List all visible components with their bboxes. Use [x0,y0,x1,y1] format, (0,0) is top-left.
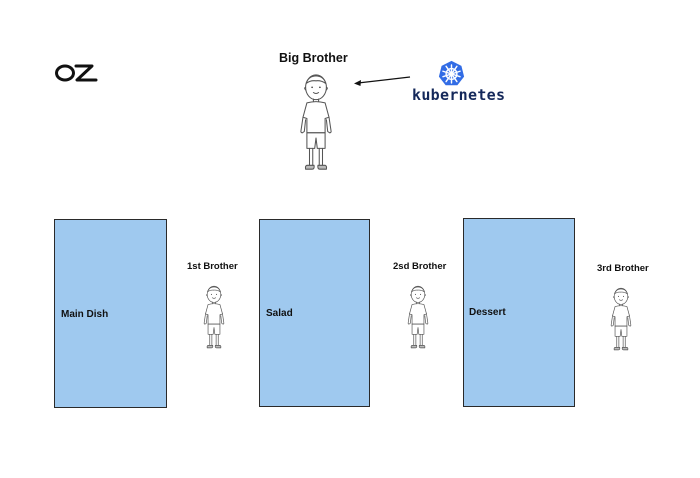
dessert-label: Dessert [469,307,506,318]
first-brother-figure [203,285,225,349]
oz-logo: OZ [55,64,98,82]
main-dish-label: Main Dish [61,309,109,320]
main-dish-box: Main Dish [54,219,167,408]
first-brother-label: 1st Brother [187,261,238,272]
kubernetes-label: kubernetes [412,86,506,104]
salad-box: Salad [259,219,370,407]
dessert-box: Dessert [463,218,575,407]
big-brother-figure [300,74,332,170]
second-brother-figure [407,285,429,349]
second-brother-label: 2sd Brother [393,261,447,272]
third-brother-label: 3rd Brother [597,263,649,274]
big-brother-label: Big Brother [279,51,348,65]
arrow-icon [354,76,411,86]
third-brother-figure [610,287,632,351]
salad-label: Salad [266,308,293,319]
kubernetes-icon [438,60,465,86]
